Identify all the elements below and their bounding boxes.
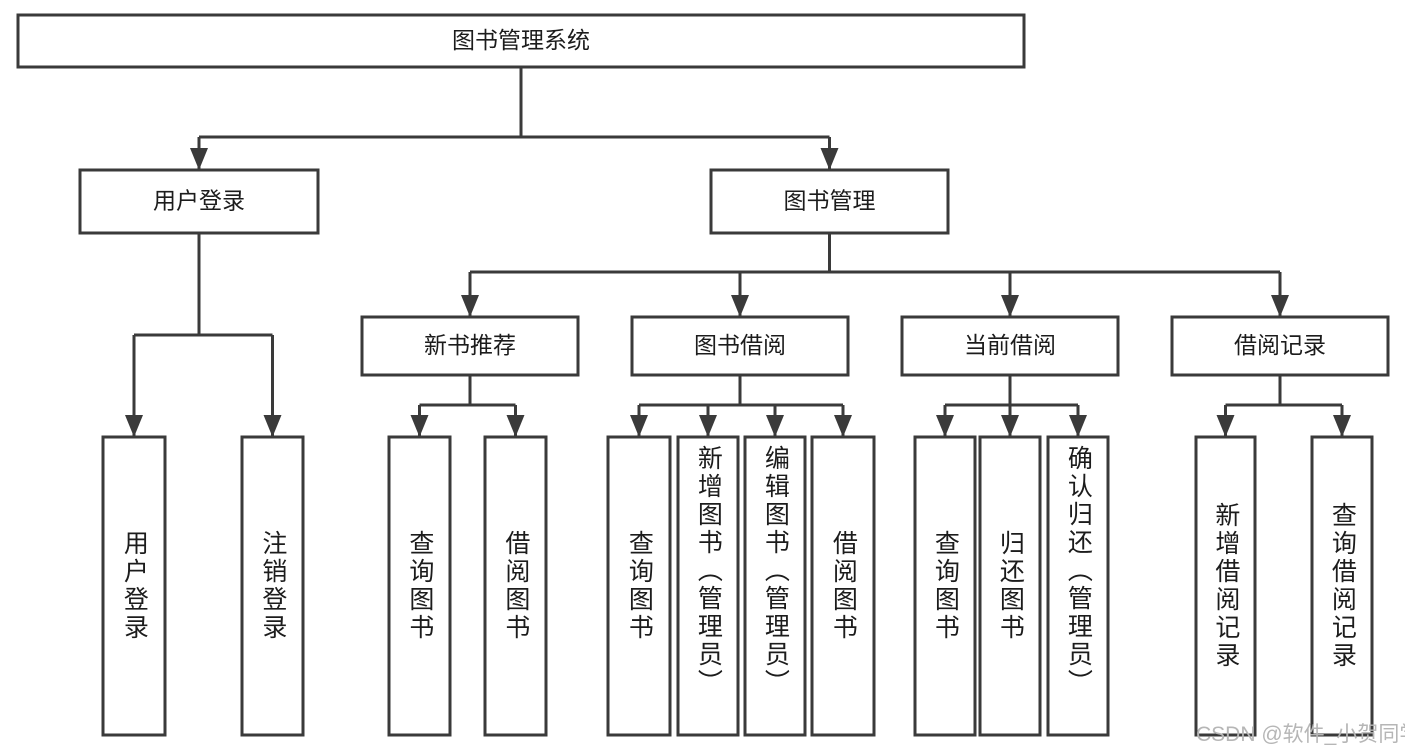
node-leaf-return-book[interactable]: [978, 435, 1042, 737]
node-leaf-add-book[interactable]: [676, 435, 740, 737]
arrow-head: [1001, 295, 1019, 317]
node-label-current-borrow: 当前借阅: [964, 332, 1056, 358]
node-box-leaf-edit-book: [743, 435, 807, 737]
node-leaf-query-book-borrow[interactable]: [606, 435, 672, 737]
arrow-head: [1333, 415, 1351, 437]
arrow-head: [834, 415, 852, 437]
node-box-leaf-query-book-rec: [387, 435, 452, 737]
node-undefined[interactable]: [16, 13, 1026, 69]
node-box-user-login: [78, 168, 320, 235]
node-user-login[interactable]: [78, 168, 320, 235]
box-layer: [16, 13, 1390, 737]
arrow-head: [410, 415, 429, 437]
arrow-head: [766, 415, 784, 437]
node-box-leaf-query-record: [1310, 435, 1374, 737]
node-box-new-book-rec: [360, 315, 580, 377]
arrow-head: [699, 415, 717, 437]
node-leaf-add-record[interactable]: [1194, 435, 1257, 737]
node-new-book-rec[interactable]: [360, 315, 580, 377]
arrow-head: [1069, 415, 1087, 437]
arrow-head: [461, 295, 479, 317]
node-label-new-book-rec: 新书推荐: [424, 332, 516, 358]
node-box-leaf-borrow-book-rec: [483, 435, 548, 737]
arrow-head: [1001, 415, 1019, 437]
node-box-leaf-query-book-current: [913, 435, 977, 737]
node-box-book-borrow: [630, 315, 850, 377]
arrow-head: [190, 148, 208, 170]
node-leaf-user-login[interactable]: [101, 435, 167, 737]
arrow-head: [630, 415, 648, 437]
node-leaf-query-book-current[interactable]: [913, 435, 977, 737]
node-label-borrow-record: 借阅记录: [1234, 332, 1326, 358]
arrow-head: [263, 415, 282, 437]
node-box-leaf-add-record: [1194, 435, 1257, 737]
node-leaf-borrow-book-rec[interactable]: [483, 435, 548, 737]
arrow-head: [125, 415, 143, 437]
node-box-leaf-borrow-book: [810, 435, 876, 737]
node-box-leaf-user-login: [101, 435, 167, 737]
node-box-leaf-return-book: [978, 435, 1042, 737]
node-borrow-record[interactable]: [1170, 315, 1390, 377]
node-leaf-query-book-rec[interactable]: [387, 435, 452, 737]
node-leaf-borrow-book[interactable]: [810, 435, 876, 737]
node-box-leaf-user-logout: [240, 435, 305, 737]
node-box-undefined: [16, 13, 1026, 69]
node-box-leaf-add-book: [676, 435, 740, 737]
node-box-current-borrow: [900, 315, 1120, 377]
connector-layer: [125, 67, 1351, 437]
arrow-head: [936, 415, 954, 437]
node-label-book-borrow: 图书借阅: [694, 332, 786, 358]
node-label-undefined: 图书管理系统: [452, 27, 590, 53]
node-box-book-manage: [709, 168, 950, 235]
arrow-head: [731, 295, 749, 317]
node-label-user-login: 用户登录: [153, 188, 245, 214]
node-current-borrow[interactable]: [900, 315, 1120, 377]
arrow-head: [1271, 295, 1289, 317]
node-leaf-query-record[interactable]: [1310, 435, 1374, 737]
arrow-head: [1216, 415, 1235, 437]
node-book-manage[interactable]: [709, 168, 950, 235]
node-leaf-user-logout[interactable]: [240, 435, 305, 737]
node-box-leaf-query-book-borrow: [606, 435, 672, 737]
node-book-borrow[interactable]: [630, 315, 850, 377]
node-leaf-edit-book[interactable]: [743, 435, 807, 737]
arrow-head: [506, 415, 525, 437]
node-box-borrow-record: [1170, 315, 1390, 377]
node-leaf-confirm-return[interactable]: [1046, 435, 1110, 737]
node-label-book-manage: 图书管理: [784, 188, 876, 214]
arrow-head: [820, 148, 839, 170]
node-box-leaf-confirm-return: [1046, 435, 1110, 737]
